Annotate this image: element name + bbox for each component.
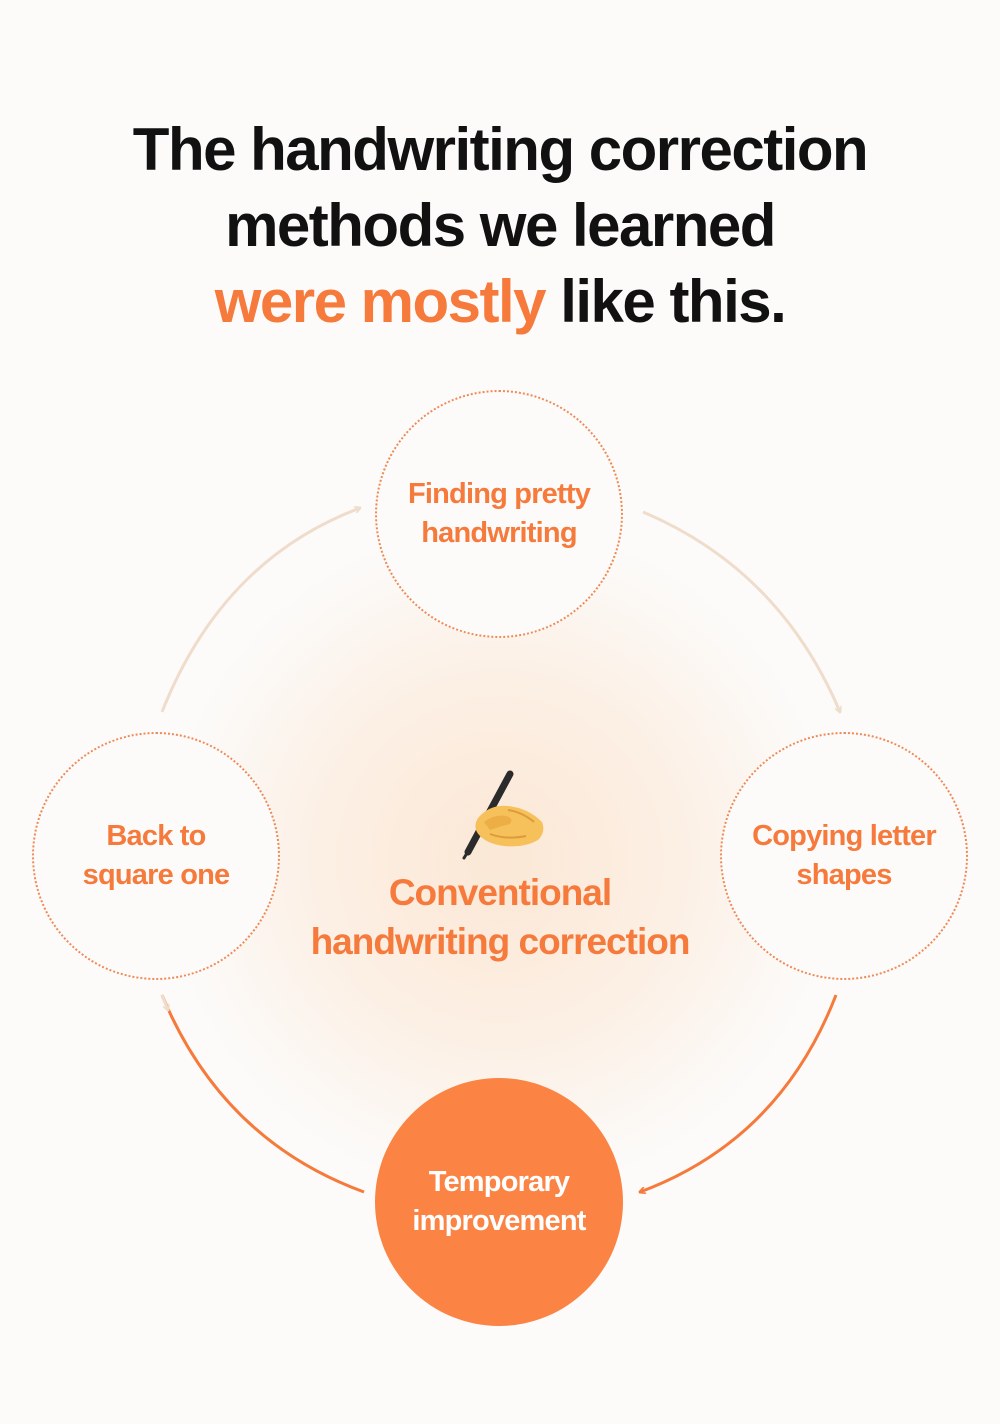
headline: The handwriting correction methods we le… [0,112,1000,340]
step-label-line-2: square one [82,859,231,891]
arrow-temporary-to-back [160,994,365,1194]
headline-line-1: The handwriting correction [132,116,869,183]
step-temporary-improvement: Temporary improvement [375,1078,623,1326]
step-label-line-1: Copying letter [752,820,937,852]
step-label-line-1: Temporary [428,1166,570,1198]
headline-accent-text: were mostly [214,268,547,335]
step-finding-pretty-handwriting: Finding pretty handwriting [375,390,623,638]
step-label-line-2: handwriting [421,517,577,549]
arrow-copying-to-temporary [640,994,838,1192]
step-label-line-1: Back to [106,820,206,852]
step-label-line-1: Finding pretty [407,478,591,510]
arrow-finding-to-copying [642,510,840,712]
step-copying-letter-shapes: Copying letter shapes [720,732,968,980]
headline-rest-text: like this. [545,268,787,335]
writing-hand-icon [462,770,544,860]
headline-line-2: methods we learned [225,192,776,259]
arrow-temporary-to-back-head [160,994,168,1010]
center-title-line-1: Conventional [388,872,612,913]
step-label-line-2: shapes [796,859,892,891]
step-back-to-square-one: Back to square one [32,732,280,980]
arrow-back-to-finding [160,508,360,713]
step-label-line-2: improvement [412,1205,586,1237]
cycle-center: Conventional handwriting correction [250,770,750,966]
center-title-line-2: handwriting correction [310,921,691,962]
headline-line-3: were mostly like this. [0,264,1000,340]
